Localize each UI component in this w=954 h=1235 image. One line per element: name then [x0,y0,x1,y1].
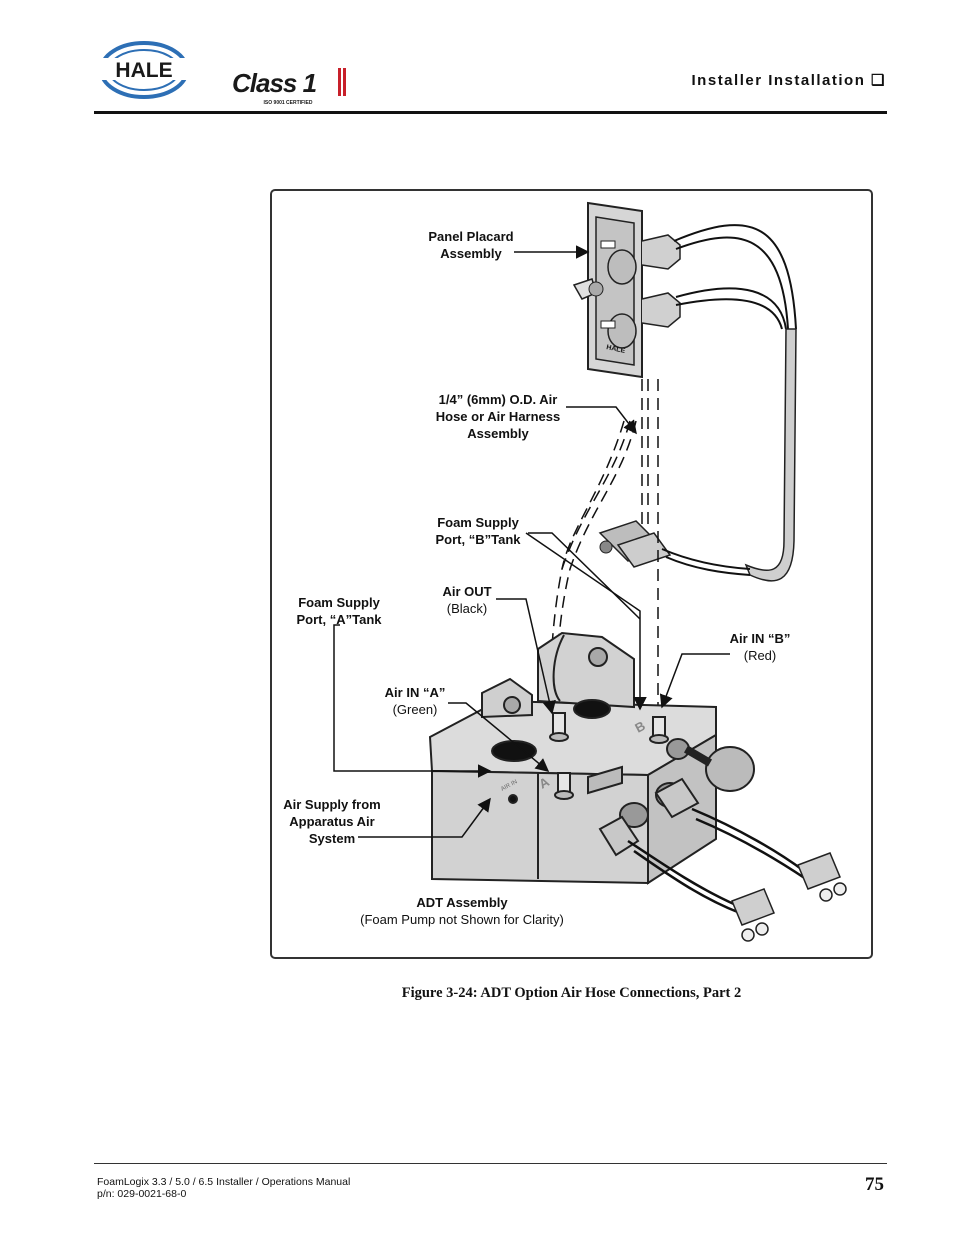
placard-brand-text: HALE [606,344,626,355]
wire-harness-loop [673,224,797,330]
class1-logo-text: Class 1 [232,68,317,98]
label-foam-b-2: Port, “B”Tank [436,532,522,547]
hale-logo: HALE [96,41,192,99]
label-air-supply-1: Air Supply from [283,797,381,812]
section-title: Installer Installation ❑ [691,72,886,89]
label-air-hose-1: 1/4” (6mm) O.D. Air [439,392,558,407]
dashed-hose-guides [549,379,659,710]
footer-rule [94,1163,887,1164]
leader-lines [333,245,730,838]
label-air-out-2: (Black) [447,601,487,616]
header-rule [94,111,887,114]
label-adt-1: ADT Assembly [416,895,508,910]
air-connector-drawing [598,520,751,576]
hale-logo-text: HALE [115,59,172,82]
label-air-hose-2: Hose or Air Harness [436,409,561,424]
label-air-in-a-2: (Green) [393,702,438,717]
label-air-in-b-2: (Red) [744,648,777,663]
class1-logo: Class 1 ISO 9001 CERTIFIED [232,68,346,106]
callout-labels: Panel Placard Assembly 1/4” (6mm) O.D. A… [283,229,790,927]
footer-manual-title: FoamLogix 3.3 / 5.0 / 6.5 Installer / Op… [97,1176,351,1188]
output-connectors [731,852,847,942]
figure-caption: Figure 3-24: ADT Option Air Hose Connect… [401,985,742,1001]
label-adt-2: (Foam Pump not Shown for Clarity) [360,912,564,927]
label-panel-placard-1: Panel Placard [428,229,513,244]
label-air-supply-2: Apparatus Air [289,814,374,829]
label-air-hose-3: Assembly [467,426,529,441]
label-air-in-a-1: Air IN “A” [385,685,446,700]
adt-manifold-drawing [428,631,755,885]
adt-air-hose-diagram: HALE [283,201,847,942]
label-panel-placard-2: Assembly [440,246,502,261]
label-foam-a-1: Foam Supply [298,595,380,610]
label-foam-b-1: Foam Supply [437,515,519,530]
page-number: 75 [865,1174,884,1195]
label-foam-a-2: Port, “A”Tank [297,612,383,627]
label-air-out-1: Air OUT [442,584,491,599]
label-air-in-b-1: Air IN “B” [730,631,791,646]
class1-logo-tagline: ISO 9001 CERTIFIED [264,100,313,106]
footer-part-number: p/n: 029-0021-68-0 [97,1188,187,1200]
label-air-supply-3: System [309,831,355,846]
output-cables [627,807,807,915]
panel-placard-drawing: HALE [572,201,681,379]
wire-sleeve [744,328,797,582]
